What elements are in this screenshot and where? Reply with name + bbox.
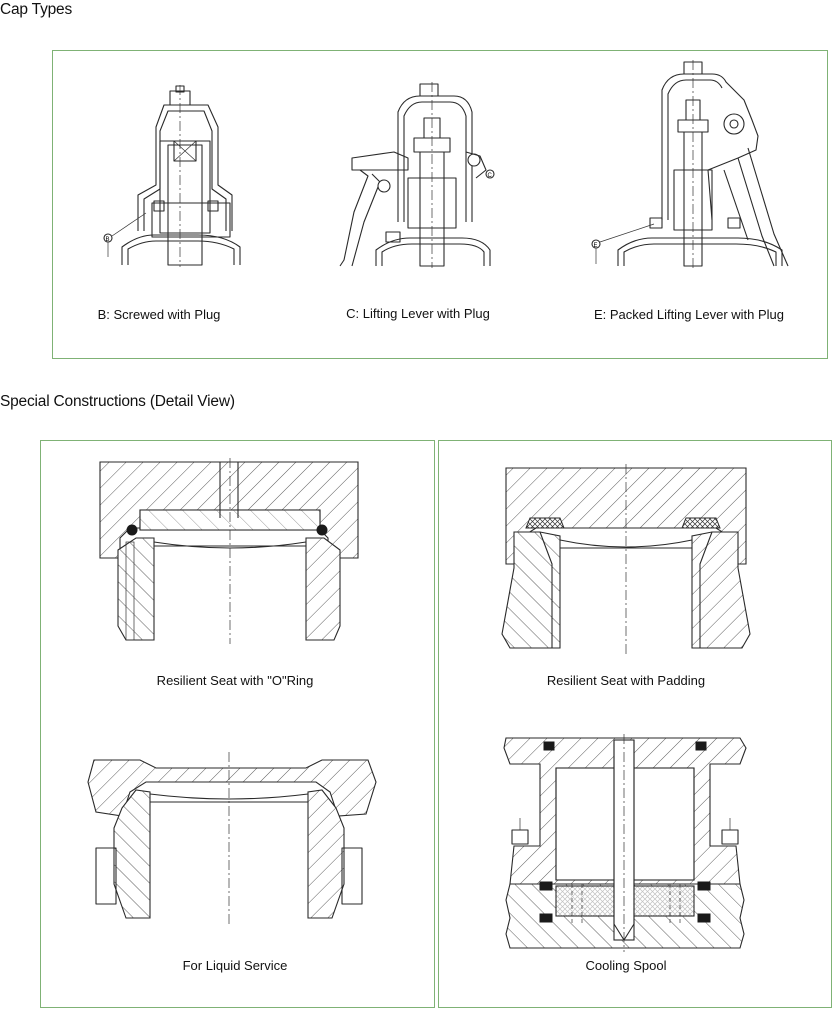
cap-e-caption: E: Packed Lifting Lever with Plug <box>593 307 785 322</box>
cap-e-callout: E <box>594 243 598 249</box>
padding-seat-caption: Resilient Seat with Padding <box>546 673 706 688</box>
special-constructions-heading: Special Constructions (Detail View) <box>0 393 235 410</box>
oring-seat-drawing <box>99 458 359 644</box>
cap-c-drawing: C <box>339 82 495 268</box>
cap-types-panel <box>52 50 828 359</box>
cap-b-drawing: B <box>103 85 241 267</box>
cooling-spool-drawing <box>503 734 747 952</box>
cap-b-callout: B <box>106 237 110 243</box>
liquid-service-caption: For Liquid Service <box>182 958 288 973</box>
cap-c-callout: C <box>488 173 493 179</box>
padding-seat-drawing <box>501 464 751 654</box>
oring-seat-caption: Resilient Seat with "O"Ring <box>156 673 314 688</box>
cap-c-caption: C: Lifting Lever with Plug <box>346 306 490 321</box>
liquid-service-drawing <box>87 752 377 924</box>
cap-b-caption: B: Screwed with Plug <box>97 307 221 322</box>
cap-types-heading: Cap Types <box>0 1 73 18</box>
cooling-spool-caption: Cooling Spool <box>585 958 667 973</box>
cap-e-drawing: E <box>591 60 789 270</box>
special-left-panel <box>40 440 435 1008</box>
